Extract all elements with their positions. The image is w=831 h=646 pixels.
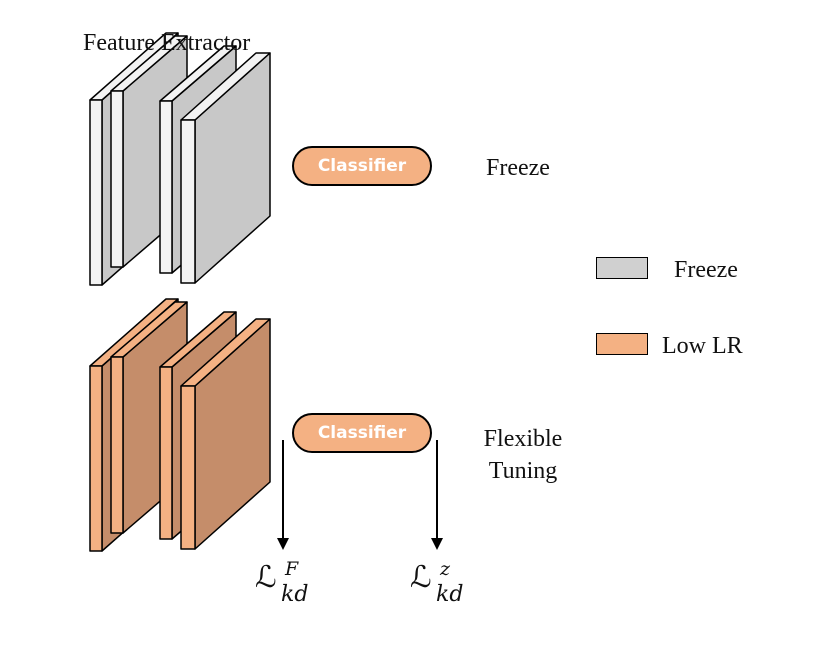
layer-front-edge: [89, 365, 103, 552]
freeze-mode-label: Freeze: [486, 155, 550, 181]
layer-4: [180, 318, 271, 550]
logit-loss-subscript: kd: [436, 582, 464, 607]
layer-front-edge: [89, 99, 103, 286]
layer-front-edge: [180, 119, 196, 284]
layer-front-edge: [180, 385, 196, 550]
feature-loss-subscript: kd: [281, 582, 309, 607]
feature-loss-arrowhead: [277, 538, 289, 550]
legend-swatch-low-lr: [596, 333, 648, 355]
flexible-tuning-line2: Tuning: [488, 458, 558, 484]
layer-4: [180, 52, 271, 284]
logit-kd-loss: ℒ z kd: [410, 558, 470, 610]
layer-front-edge: [159, 366, 173, 540]
legend-swatch-freeze: [596, 257, 648, 279]
flexible-tuning-line1: Flexible: [483, 426, 563, 452]
flexible-tuning-label: Flexible Tuning: [468, 423, 578, 487]
feature-loss-symbol: ℒ: [255, 560, 277, 595]
logit-loss-superscript: z: [440, 558, 451, 580]
logit-loss-symbol: ℒ: [410, 560, 432, 595]
tunable-classifier: Classifier: [292, 413, 432, 453]
tunable-feature-extractor: [89, 298, 271, 552]
layer-front-edge: [110, 90, 124, 268]
layer-front-edge: [110, 356, 124, 534]
loss-arrows: [277, 440, 443, 550]
feature-kd-loss: ℒ F kd: [255, 558, 315, 610]
legend-label-freeze: Freeze: [674, 257, 738, 283]
frozen-classifier: Classifier: [292, 146, 432, 186]
legend-label-low-lr: Low LR: [662, 333, 743, 359]
logit-loss-arrowhead: [431, 538, 443, 550]
feature-loss-superscript: F: [285, 558, 299, 580]
feature-extractor-title: Feature Extractor: [83, 30, 251, 56]
layer-front-edge: [159, 100, 173, 274]
frozen-feature-extractor: [89, 32, 271, 286]
